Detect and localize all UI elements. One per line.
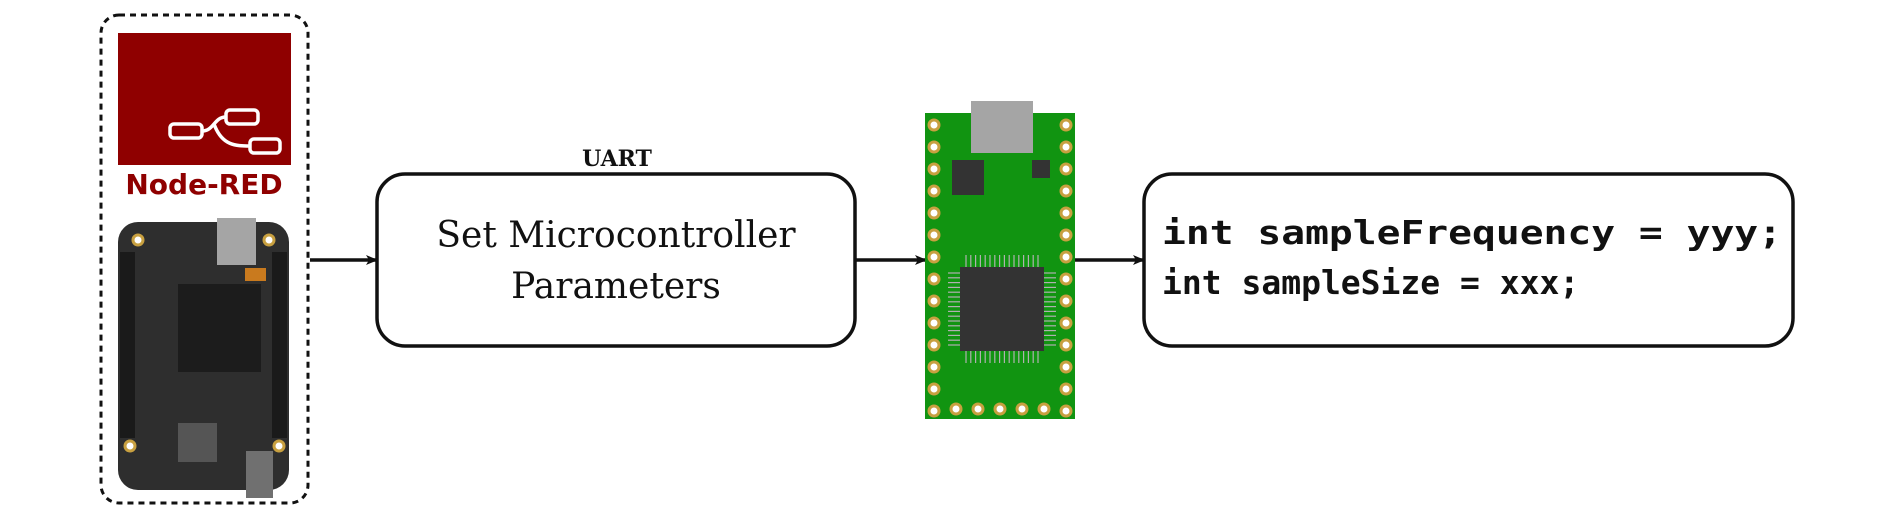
teensy-pad [927,360,941,374]
teensy-pad [927,206,941,220]
teensy-pad [1059,140,1073,154]
teensy-pad [927,316,941,330]
code-box [1142,172,1795,348]
code-line-sample-frequency: int sampleFrequency = yyy; [1162,213,1782,252]
teensy-pad [1059,184,1073,198]
teensy-pad [949,402,963,416]
teensy-pad [927,382,941,396]
device-group-outline [99,13,310,505]
teensy-pad [1059,272,1073,286]
teensy-pad [1015,402,1029,416]
teensy-pad [1059,118,1073,132]
teensy-pad [927,162,941,176]
teensy-pad [927,118,941,132]
teensy-pad [1037,402,1051,416]
teensy-pad [927,272,941,286]
params-box-line2: Parameters [511,266,721,307]
code-line-sample-size: int sampleSize = xxx; [1162,263,1579,302]
teensy-pad [927,404,941,418]
teensy-pads [927,118,1073,418]
teensy-board-icon [925,101,1075,419]
teensy-pad [1059,294,1073,308]
teensy-pad [1059,382,1073,396]
node-red-logo [118,33,291,165]
teensy-pad [971,402,985,416]
teensy-pad [927,228,941,242]
teensy-pad [1059,206,1073,220]
uart-label: UART [582,146,652,172]
teensy-pad [927,250,941,264]
teensy-pad [927,140,941,154]
teensy-pad [927,338,941,352]
node-red-logo-text: Node-RED [125,168,282,201]
teensy-pad [1059,162,1073,176]
teensy-pad [1059,404,1073,418]
teensy-chip-pins [948,255,1056,363]
teensy-pad [1059,250,1073,264]
params-box [375,172,857,348]
teensy-pad [1059,360,1073,374]
teensy-pad [1059,316,1073,330]
teensy-pad [1059,338,1073,352]
node-red-flow-icon [168,108,282,155]
params-box-line1: Set Microcontroller [436,215,796,256]
teensy-pad [993,402,1007,416]
teensy-pad [1059,228,1073,242]
teensy-pad [927,294,941,308]
teensy-pad [927,184,941,198]
beaglebone-board-icon [118,218,289,498]
